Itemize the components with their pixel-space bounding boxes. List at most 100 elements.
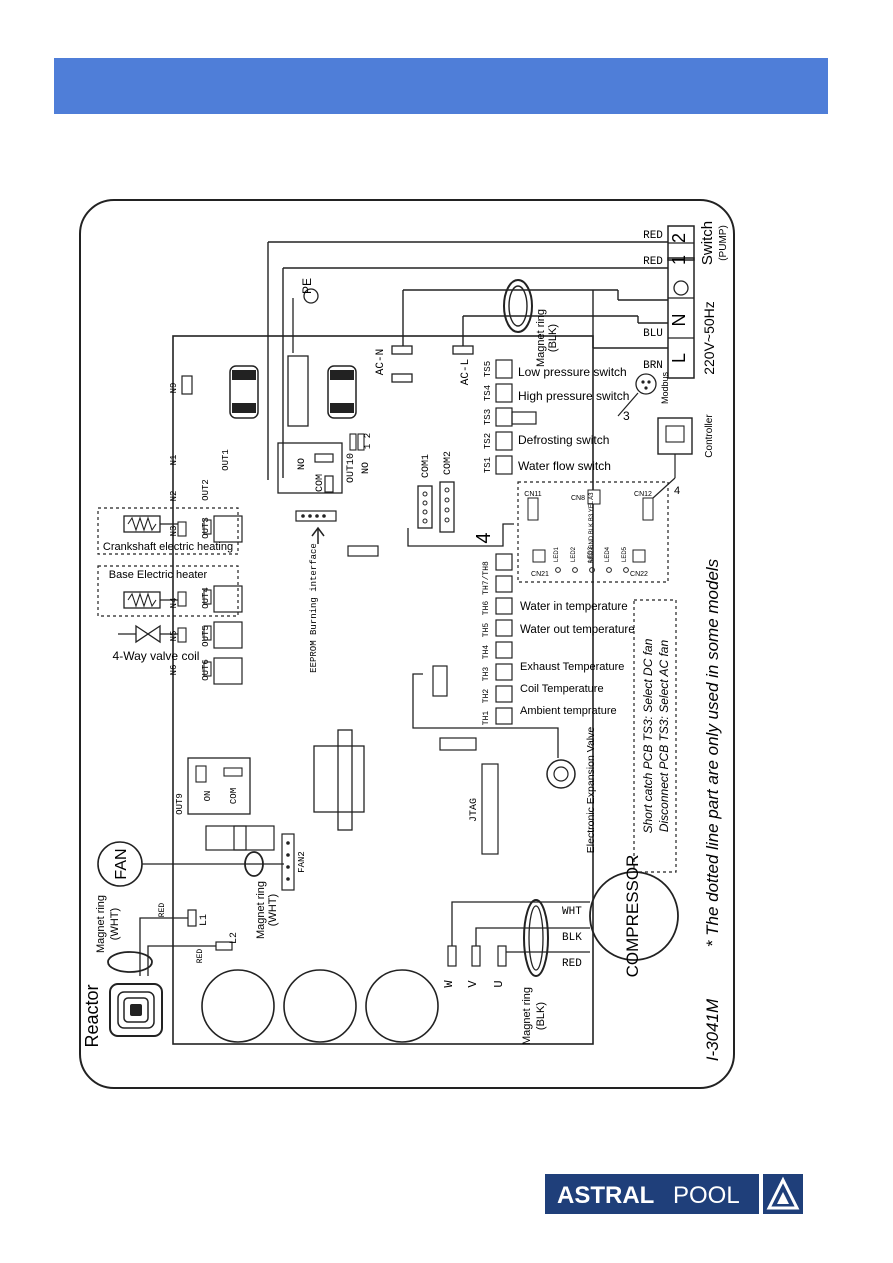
magnet-ring-reactor-label: Magnet ring	[95, 895, 107, 953]
com1-label: COM1	[421, 454, 432, 478]
out2-label: OUT2	[201, 479, 211, 501]
wire-blu: BLU	[643, 328, 663, 340]
n9-label: N9	[169, 383, 179, 394]
controller-label: Controller	[704, 414, 715, 458]
sw-low-label: Low pressure switch	[518, 365, 627, 379]
t-exhaust: Exhaust Temperature	[520, 661, 624, 673]
compressor-symbol	[589, 871, 679, 961]
n1-label: N1	[169, 455, 179, 466]
magnet-ring-reactor	[107, 951, 153, 973]
out5-label: OUT5	[201, 625, 211, 647]
th-connectors	[495, 553, 513, 725]
reactor-label: Reactor	[82, 984, 102, 1047]
crankshaft-label: Crankshaft electric heating	[103, 541, 233, 553]
fan2-label: FAN2	[297, 851, 307, 873]
th6-label: TH6	[482, 601, 491, 616]
pump-label: (PUMP)	[718, 225, 729, 261]
wire-red-2: RED	[643, 256, 663, 268]
ts3-label: TS3	[483, 409, 493, 425]
ts4-label: TS4	[483, 385, 493, 401]
controller-box	[657, 417, 693, 455]
red-l1: RED	[158, 903, 167, 918]
sw-high-label: High pressure switch	[518, 389, 629, 403]
jtag-label: JTAG	[469, 798, 480, 822]
comp-wht: WHT	[562, 906, 582, 918]
th3-label: TH3	[482, 667, 491, 682]
eeprom-connector	[295, 510, 337, 522]
sw-waterflow-label: Water flow switch	[518, 459, 611, 473]
magnet-ring-top-blk: (BLK)	[547, 324, 559, 352]
red-l2: RED	[196, 949, 205, 964]
magnet-ring-comp-blk: (BLK)	[535, 1002, 547, 1030]
w-label: W	[442, 980, 456, 988]
diagram-frame	[79, 199, 735, 1089]
fourway-label: 4-Way valve coil	[113, 649, 200, 663]
fan-note-2: Disconnect PCB TS3: Select AC fan	[657, 640, 671, 833]
logo-text-light: POOL	[673, 1182, 740, 1209]
th8-label: TH7/TH8	[482, 561, 491, 595]
magnet-ring-top	[503, 279, 533, 333]
pe-label: PE	[300, 278, 314, 294]
magnet-ring-reactor-wht: (WHT)	[109, 908, 121, 940]
ac-l-label: AC-L	[460, 359, 472, 385]
base-heater-label: Base Electric heater	[109, 569, 208, 581]
ts1-label: TS1	[483, 457, 493, 473]
out10-no: NO	[297, 458, 308, 470]
out3-label: OUT3	[201, 517, 211, 539]
t-ambient: Ambient temprature	[520, 705, 617, 717]
th1-label: TH1	[482, 711, 491, 726]
led4-label: LED4	[605, 546, 611, 562]
jtag-connector	[481, 763, 499, 855]
out9-com: COM	[229, 788, 239, 804]
magnet-ring-compressor	[523, 899, 549, 977]
terminal-block-power	[667, 257, 695, 379]
com2-connector	[439, 481, 455, 533]
cn11-label: CN11	[524, 491, 541, 498]
out4-label: OUT4	[201, 587, 211, 609]
relay-out9	[187, 757, 251, 815]
ts2-label: TS2	[483, 433, 493, 449]
terminal-l: L	[669, 353, 689, 363]
fan-note-1: Short catch PCB TS3: Select DC fan	[641, 638, 655, 833]
t-coil: Coil Temperature	[520, 683, 604, 695]
pcb-board	[172, 335, 594, 1045]
wiring-diagram: L N 1 2 220V~50Hz Switch (PUMP) RED RED …	[79, 199, 735, 1089]
capacitor-3	[365, 969, 439, 1043]
fan2-connector	[281, 833, 295, 891]
num-4b: 4	[674, 485, 680, 497]
wire-red-1: RED	[643, 230, 663, 242]
v-label: V	[466, 980, 480, 988]
l2-label: L2	[229, 932, 240, 944]
num-4: 4	[473, 532, 495, 543]
th5-label: TH5	[482, 623, 491, 638]
led1-label: LED1	[554, 546, 560, 562]
eev-label: Electronic Expansion Valve	[585, 727, 597, 854]
dotted-note: * The dotted line part are only used in …	[703, 558, 722, 947]
out9-label: OUT9	[175, 793, 185, 815]
magnet-ring-fan-label: Magnet ring	[255, 881, 267, 939]
cn21-label: CN21	[531, 571, 549, 578]
com1-connector	[417, 485, 433, 529]
switch-label: Switch	[699, 221, 716, 265]
out10-no-b: NO	[361, 462, 372, 474]
cn8-label: CN8	[571, 495, 585, 502]
out6-label: OUT6	[201, 659, 211, 681]
header-banner	[54, 58, 828, 114]
ts5-label: TS5	[483, 361, 493, 377]
logo-text-bold: ASTRAL	[557, 1182, 654, 1209]
wire-brn: BRN	[643, 360, 663, 372]
comp-blk: BLK	[562, 932, 582, 944]
u-label: U	[492, 980, 506, 987]
magnet-ring-comp-label: Magnet ring	[521, 987, 533, 1045]
capacitor-2	[283, 969, 357, 1043]
fan-note-box	[633, 599, 677, 873]
ground-symbol	[673, 280, 689, 296]
t-water-out: Water out temperature	[520, 624, 635, 636]
eev-connector	[432, 665, 448, 697]
n3-label: N3	[169, 526, 179, 537]
th4-label: TH4	[482, 645, 491, 660]
cn8-pins: RED GND BLK B3 YEL A3	[589, 492, 595, 564]
cn22-label: CN22	[630, 571, 648, 578]
magnet-ring-top-label: Magnet ring	[535, 309, 547, 367]
eev-valve	[546, 759, 576, 789]
